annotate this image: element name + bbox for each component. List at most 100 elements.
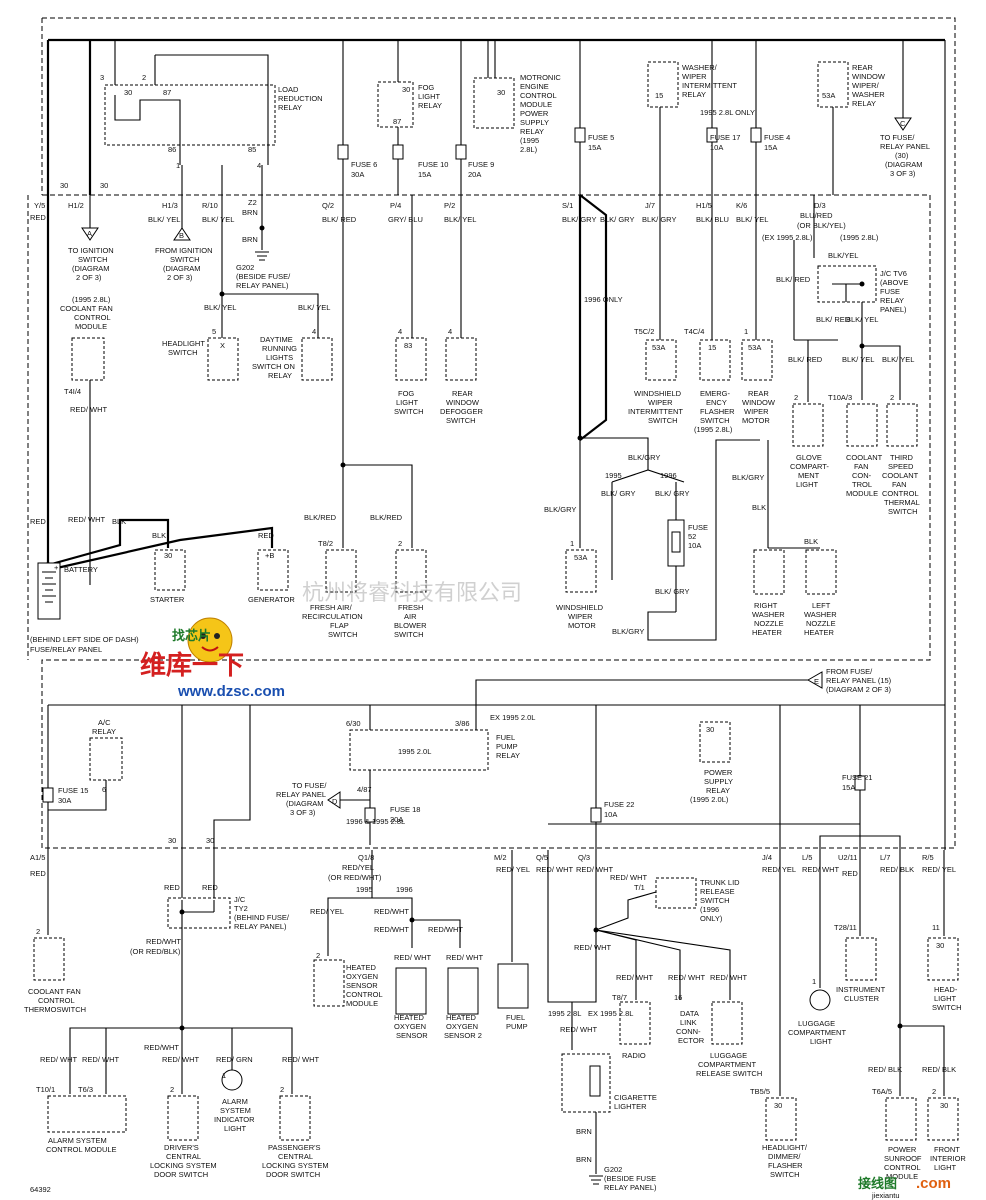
alarm-locking-row: RED/WHT RED/ WHT RED/ WHT RED/ WHT RED/ …: [36, 1025, 329, 1179]
wire: BLK/GRY: [544, 505, 576, 514]
wire: BLK/ GRY: [601, 489, 635, 498]
fuel-pump: FUEL PUMP: [497, 850, 529, 1031]
label: CONN-: [676, 1027, 701, 1036]
code: H1/3: [162, 201, 178, 210]
wire: BLK/GRY: [628, 453, 660, 462]
label: FRESH: [398, 603, 423, 612]
codes-row-2: A1/5 RED Q1/8 RED/YEL (OR RED/WHT) M/2 R…: [30, 853, 956, 882]
pin: 30: [936, 941, 944, 950]
label: RELAY: [418, 101, 442, 110]
label: FRONT: [934, 1145, 960, 1154]
label: THIRD: [890, 453, 913, 462]
wire: BLK/ RED: [322, 215, 357, 224]
label: ONLY): [700, 914, 723, 923]
pin: 2: [932, 1087, 936, 1096]
footer-marks: 64392 接线图 .com jiexiantu: [30, 1175, 951, 1200]
pin: 53A: [652, 343, 665, 352]
code: T28/11: [834, 923, 857, 932]
label: LIGHT: [224, 1124, 247, 1133]
wire: RED/ WHT: [70, 405, 107, 414]
label: LIGHTS: [266, 353, 293, 362]
label: RELAY: [92, 727, 116, 736]
fuse-label: 30A: [58, 796, 71, 805]
wire: BRN: [242, 235, 258, 244]
label: A/C: [98, 718, 111, 727]
label: MODULE: [75, 322, 107, 331]
pin: 53A: [748, 343, 761, 352]
year-note: 1996: [396, 885, 413, 894]
fuse-label: 10A: [688, 541, 701, 550]
logo-main: 维库一下: [140, 650, 244, 680]
label: RELAY PANEL): [604, 1183, 657, 1192]
term-30: 30: [124, 88, 132, 97]
year-note: (1995 2.8L): [840, 233, 879, 242]
code: A1/5: [30, 853, 45, 862]
label: (1996: [700, 905, 719, 914]
label: RELAY: [268, 371, 292, 380]
pin: 5: [212, 327, 216, 336]
pin: 2: [280, 1085, 284, 1094]
term-87: 87: [163, 88, 171, 97]
glove-coolant-area: BLK/YEL J/C TV6 (ABOVE FUSE RELAY PANEL)…: [776, 195, 920, 516]
fuse-label: FUSE 6: [351, 160, 377, 169]
pin: 6: [102, 785, 106, 794]
label: FOG: [418, 83, 434, 92]
term-86: 86: [168, 145, 176, 154]
label: FUEL: [496, 733, 515, 742]
fog-defogger-area: 4 83 FOG LIGHT SWITCH 4 REAR WINDOW DEFO…: [394, 195, 484, 425]
wire: BLK/RED: [304, 513, 337, 522]
label: WIPER: [682, 72, 707, 81]
wire: RED: [30, 213, 46, 222]
term-3: 3: [100, 73, 104, 82]
year-note: 1996 ONLY: [584, 295, 623, 304]
label: RELAY: [852, 99, 876, 108]
term: 6/30: [346, 719, 361, 728]
wire: RED/ WHT: [610, 873, 647, 882]
wire: BLU/RED: [800, 211, 833, 220]
term-1: 1: [176, 161, 180, 170]
label: RECIRCULATION: [302, 612, 363, 621]
wire: BLK/ YEL: [736, 215, 768, 224]
code: Q/5: [536, 853, 548, 862]
label: FLASHER: [768, 1161, 803, 1170]
year-note: EX 1995 2.8L: [588, 1009, 633, 1018]
label: HEATER: [804, 628, 834, 637]
label: ECTOR: [678, 1036, 705, 1045]
label: (1995: [520, 136, 539, 145]
label: LUGGAGE: [710, 1051, 747, 1060]
label: SWITCH: [888, 507, 918, 516]
label: COOLANT: [882, 471, 919, 480]
ground-g202-top: G202 (BESIDE FUSE/ RELAY PANEL): [236, 165, 291, 290]
label: SENSOR: [396, 1031, 428, 1040]
pin: 4: [312, 327, 316, 336]
label: INTERMITTENT: [628, 407, 683, 416]
label: RADIO: [622, 1051, 646, 1060]
power-supply-relay: 30 POWER SUPPLY RELAY (1995 2.0L): [690, 721, 733, 804]
wire: RED/ WHT: [82, 1055, 119, 1064]
fuse-label: 10A: [710, 143, 723, 152]
wire: BRN: [242, 208, 258, 217]
label: SWITCH: [328, 630, 358, 639]
bus-lines: [46, 38, 946, 850]
label: LIGHT: [418, 92, 441, 101]
pin: 30: [706, 725, 714, 734]
wire: RED: [164, 883, 180, 892]
label: MOTOR: [568, 621, 596, 630]
wire: RED/ WHT: [802, 865, 839, 874]
label: AIR: [404, 612, 417, 621]
label: COMPARTMENT: [788, 1028, 846, 1037]
wiper-switch-row: T5C/2 53A WINDSHIELD WIPER INTERMITTENT …: [628, 195, 776, 434]
dzsc-logo: 找芯片 维库一下 www.dzsc.com: [140, 617, 285, 700]
label: SWITCH: [770, 1170, 800, 1179]
code: S/1: [562, 201, 573, 210]
label: CONTROL: [346, 990, 383, 999]
label: CONTROL: [38, 996, 75, 1005]
label: OXYGEN: [346, 972, 378, 981]
label: MOTOR: [742, 416, 770, 425]
label: POWER: [520, 109, 549, 118]
code: R/10: [202, 201, 218, 210]
label: WINDSHIELD: [634, 389, 682, 398]
label: LINK: [680, 1018, 697, 1027]
code: Q1/8: [358, 853, 374, 862]
label: CONTROL: [882, 489, 919, 498]
